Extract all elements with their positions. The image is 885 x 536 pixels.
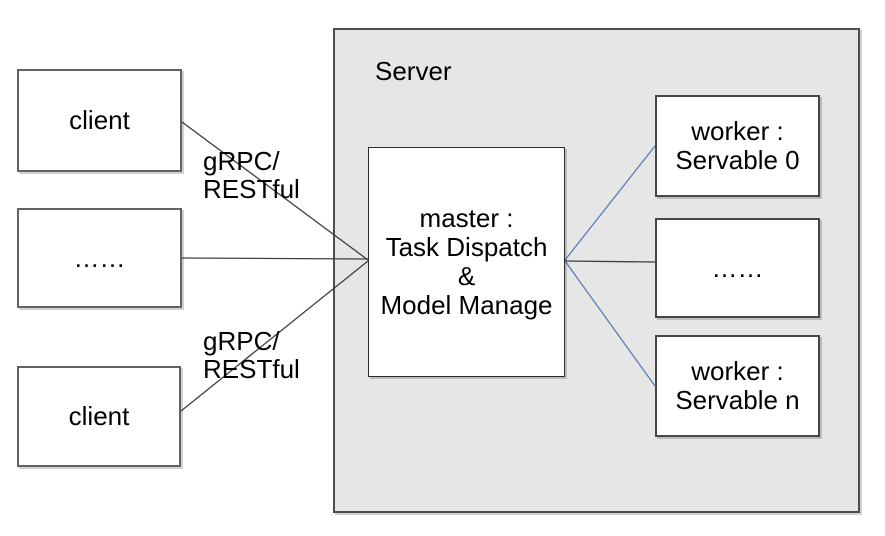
node-worker-servable-0-line1: worker :: [691, 116, 784, 146]
edge-label-grpc-top-line2: RESTful: [203, 174, 300, 204]
edge-label-grpc-restful-bottom: gRPC/ RESTful: [203, 327, 300, 383]
node-worker-servable-n-line2: Servable n: [675, 385, 800, 415]
node-worker-ellipsis-label: ……: [711, 252, 764, 283]
node-worker-servable-n-line1: worker :: [691, 356, 784, 386]
node-worker-servable-0: worker : Servable 0: [655, 95, 820, 197]
node-master-label-line2: Task Dispatch: [385, 232, 548, 262]
node-client-bottom: client: [17, 366, 181, 467]
node-worker-servable-0-label: worker : Servable 0: [675, 117, 799, 175]
node-client-bottom-label: client: [68, 401, 130, 431]
server-group-label: Server: [375, 56, 452, 86]
node-worker-servable-n: worker : Servable n: [655, 335, 820, 437]
node-client-top-label: client: [69, 105, 130, 135]
node-client-ellipsis-label: ……: [73, 242, 126, 273]
node-worker-servable-n-label: worker : Servable n: [675, 357, 799, 415]
node-master-label-line1: master :: [419, 203, 514, 233]
node-worker-ellipsis: ……: [655, 218, 820, 318]
node-client-ellipsis: ……: [17, 208, 182, 308]
node-master-label-line3: &: [457, 261, 476, 291]
node-master-label: master : Task Dispatch & Model Manage: [381, 204, 553, 320]
node-client-top: client: [17, 69, 182, 172]
edge-label-grpc-restful-top: gRPC/ RESTful: [203, 147, 300, 203]
node-master-label-line4: Model Manage: [380, 290, 553, 320]
edge-label-grpc-bottom-line2: RESTful: [203, 354, 300, 384]
edge-label-grpc-bottom-line1: gRPC/: [203, 326, 280, 356]
node-worker-servable-0-line2: Servable 0: [675, 145, 800, 175]
edge-label-grpc-top-line1: gRPC/: [203, 146, 280, 176]
node-master: master : Task Dispatch & Model Manage: [368, 147, 565, 377]
